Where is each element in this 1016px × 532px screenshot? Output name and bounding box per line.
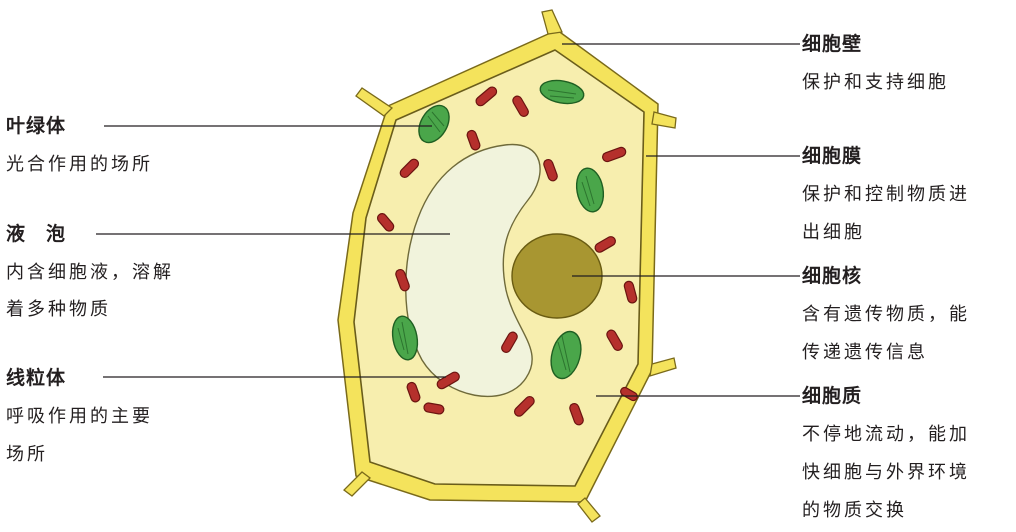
label-nucleus-title: 细胞核: [802, 261, 862, 291]
label-wall-title: 细胞壁: [802, 29, 862, 59]
label-membrane-title: 细胞膜: [802, 141, 862, 171]
label-vacuole-title: 液 泡: [6, 219, 66, 249]
label-vacuole-desc-2: 着多种物质: [6, 295, 111, 325]
label-vacuole-desc-1: 内含细胞液，溶解: [6, 258, 174, 288]
label-mitochondria-desc-2: 场所: [6, 440, 48, 470]
label-mitochondria-desc-1: 呼吸作用的主要: [6, 402, 153, 432]
label-nucleus-desc-2: 传递遗传信息: [802, 338, 928, 368]
label-chloroplast-title: 叶绿体: [6, 111, 66, 141]
label-wall-desc: 保护和支持细胞: [802, 68, 949, 98]
label-membrane-desc-1: 保护和控制物质进: [802, 180, 970, 210]
label-nucleus-desc-1: 含有遗传物质，能: [802, 300, 970, 330]
label-cytoplasm-desc-1: 不停地流动，能加: [802, 420, 970, 450]
label-cytoplasm-title: 细胞质: [802, 381, 862, 411]
label-mitochondria-title: 线粒体: [6, 363, 66, 393]
label-membrane-desc-2: 出细胞: [802, 218, 865, 248]
label-cytoplasm-desc-2: 快细胞与外界环境: [802, 458, 970, 488]
label-cytoplasm-desc-3: 的物质交换: [802, 496, 907, 526]
label-chloroplast-desc: 光合作用的场所: [6, 150, 153, 180]
